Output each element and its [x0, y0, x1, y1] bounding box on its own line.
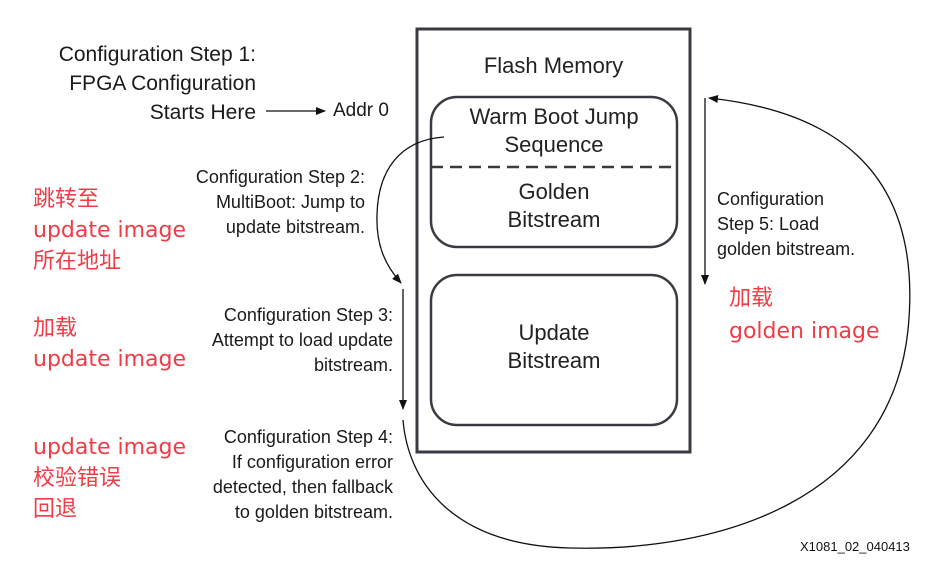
annotation-load-update: 加载 update image	[33, 313, 186, 375]
step4-line-2: If configuration error	[231, 452, 393, 472]
golden-region-box	[429, 95, 679, 249]
step2-line-1: Configuration Step 2:	[195, 167, 365, 187]
golden-bitstream-label: Golden Bitstream	[431, 178, 677, 234]
annotation-load-update-line-1: 加载	[33, 316, 78, 341]
step4-line-1: Configuration Step 4:	[223, 427, 393, 447]
step4-text: Configuration Step 4: If configuration e…	[213, 425, 393, 525]
step2-line-3: update bitstream.	[225, 217, 365, 237]
annotation-load-golden: 加载 golden image	[729, 282, 880, 348]
flash-memory-box	[415, 27, 692, 454]
step4-line-3: detected, then fallback	[212, 477, 393, 497]
annotation-jump-line-2: update image	[33, 218, 187, 243]
update-region-box	[429, 273, 679, 427]
step1-line-1: Configuration Step 1:	[58, 43, 256, 66]
address-zero-label: Addr 0	[333, 100, 389, 121]
annotation-verify-error-fallback: update image 校验错误 回退	[33, 432, 186, 525]
step2-line-2: MultiBoot: Jump to	[215, 192, 365, 212]
step1-line-2: FPGA Configuration	[69, 72, 256, 95]
annotation-jump-line-1: 跳转至	[33, 187, 100, 212]
annotation-jump-line-3: 所在地址	[33, 249, 122, 274]
step5-line-2: Step 5: Load	[717, 214, 820, 234]
warm-boot-jump-sequence-label: Warm Boot Jump Sequence	[431, 103, 677, 159]
annotation-jump-to-update: 跳转至 update image 所在地址	[33, 184, 186, 277]
warm-boot-line-2: Sequence	[504, 132, 604, 157]
annotation-load-golden-line-2: golden image	[729, 319, 880, 344]
warm-boot-line-1: Warm Boot Jump	[469, 104, 639, 129]
step1-line-3: Starts Here	[149, 101, 256, 124]
step3-line-1: Configuration Step 3:	[223, 305, 393, 325]
golden-line-1: Golden	[518, 179, 590, 204]
annotation-load-update-line-2: update image	[33, 347, 187, 372]
update-line-2: Bitstream	[507, 348, 601, 373]
step4-line-4: to golden bitstream.	[234, 502, 393, 522]
step2-jump-arrow	[376, 136, 445, 284]
step2-text: Configuration Step 2: MultiBoot: Jump to…	[196, 165, 365, 240]
annotation-load-golden-line-1: 加载	[729, 286, 774, 311]
flash-memory-title: Flash Memory	[483, 53, 624, 78]
step3-line-2: Attempt to load update	[211, 330, 393, 350]
step5-text: Configuration Step 5: Load golden bitstr…	[717, 187, 855, 262]
step3-line-3: bitstream.	[313, 355, 393, 375]
step4-fallback-arrow	[402, 94, 911, 549]
step5-line-1: Configuration	[717, 189, 825, 209]
annotation-fallback-line-3: 回退	[33, 497, 78, 522]
update-bitstream-label: Update Bitstream	[431, 319, 677, 375]
annotation-fallback-line-1: update image	[33, 435, 187, 460]
step1-text: Configuration Step 1: FPGA Configuration…	[59, 40, 256, 127]
step5-line-3: golden bitstream.	[717, 239, 856, 259]
golden-line-2: Bitstream	[507, 207, 601, 232]
annotation-fallback-line-2: 校验错误	[33, 466, 122, 491]
step3-text: Configuration Step 3: Attempt to load up…	[212, 303, 393, 378]
figure-id: X1081_02_040413	[800, 539, 910, 554]
update-line-1: Update	[518, 320, 590, 345]
